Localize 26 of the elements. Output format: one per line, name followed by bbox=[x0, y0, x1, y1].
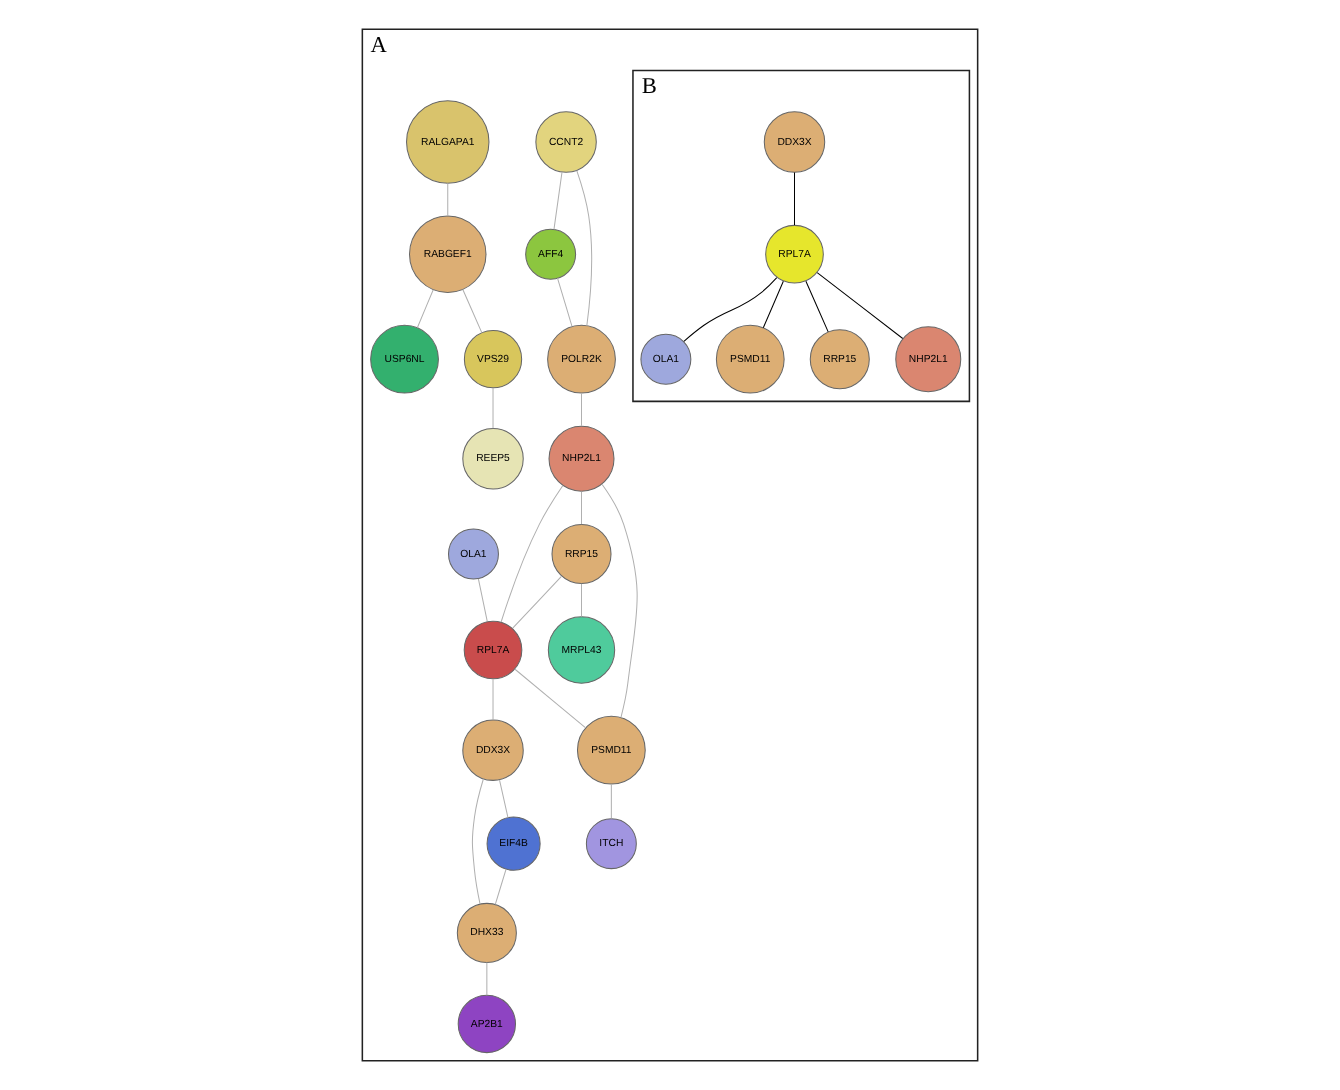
connector bbox=[486, 962, 488, 996]
connector bbox=[492, 387, 494, 429]
connector bbox=[462, 289, 483, 334]
connector bbox=[492, 678, 494, 721]
connector bbox=[447, 182, 449, 217]
connector bbox=[581, 392, 583, 427]
connector bbox=[557, 277, 573, 327]
connector bbox=[581, 491, 583, 525]
connector bbox=[581, 583, 583, 618]
connector bbox=[576, 170, 593, 327]
connector bbox=[477, 578, 488, 622]
connector bbox=[494, 868, 507, 905]
connector bbox=[601, 484, 638, 718]
connector bbox=[794, 171, 795, 226]
connector bbox=[553, 171, 563, 230]
connector bbox=[416, 289, 434, 329]
connector bbox=[805, 280, 829, 333]
connector bbox=[499, 779, 509, 819]
connector bbox=[610, 783, 612, 820]
connector bbox=[762, 280, 784, 329]
connector bbox=[500, 485, 564, 623]
connector bbox=[512, 575, 562, 629]
connector bbox=[514, 668, 586, 729]
connector bbox=[683, 277, 778, 342]
connector bbox=[816, 272, 904, 340]
connector bbox=[471, 778, 484, 905]
